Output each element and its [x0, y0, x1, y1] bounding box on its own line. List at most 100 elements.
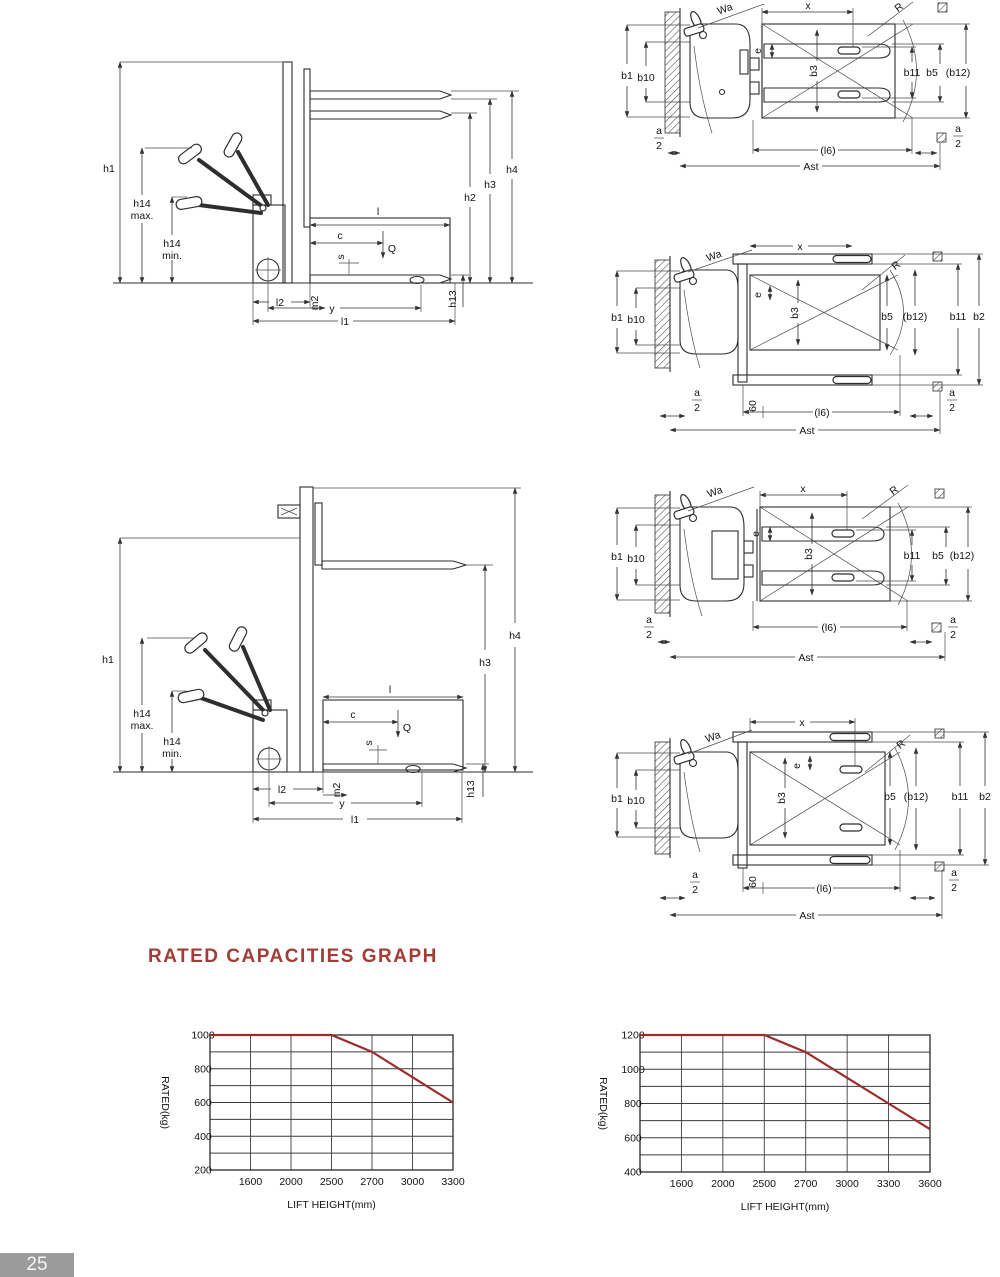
dim-label-sixty: 60: [747, 400, 759, 412]
svg-text:2000: 2000: [279, 1176, 303, 1188]
dim-label-l1: l1: [341, 316, 349, 328]
dim-label-e: e: [791, 763, 803, 769]
dim-label-b1: b1: [621, 70, 633, 82]
dim-label-two: 2: [951, 882, 957, 894]
dim-label-b2: b2: [973, 311, 985, 323]
dim-label-b12: (b12): [903, 311, 928, 323]
dim-label-b1: b1: [611, 312, 623, 324]
dim-label-r: R: [889, 258, 903, 272]
dim-label-b10: b10: [627, 314, 645, 326]
dim-label-l: l: [389, 684, 391, 696]
dim-label-s: s: [335, 254, 347, 259]
dim-label-b11: b11: [950, 311, 967, 323]
dimensions: h1 h14 max. h14 min. h2 h3 h4 l c Q s h1…: [103, 61, 519, 328]
dim-label-q: Q: [403, 722, 411, 734]
svg-text:200: 200: [194, 1165, 212, 1177]
dim-label-b12: (b12): [946, 67, 971, 79]
svg-text:400: 400: [624, 1167, 642, 1179]
svg-text:2700: 2700: [794, 1178, 818, 1190]
dim-label-b5: b5: [926, 67, 938, 79]
side-view-drawing-1: h1 h14 max. h14 min. h2 h3 h4 l c Q s h1…: [103, 61, 533, 328]
dim-label-x: x: [800, 483, 806, 495]
dim-label-min: min.: [162, 748, 182, 760]
dim-label-h3: h3: [484, 179, 496, 191]
top-view-drawing-1: Wa x R e b3 b1 b10 b11 b5 (b1: [621, 0, 970, 173]
dim-label-two: 2: [646, 629, 652, 641]
dim-label-l6: (l6): [821, 622, 836, 634]
dim-label-a: a: [656, 125, 662, 137]
dim-label-c: c: [337, 230, 342, 242]
dim-label-h4: h4: [509, 630, 521, 642]
svg-text:800: 800: [624, 1098, 642, 1110]
dim-label-sixty: 60: [747, 876, 759, 888]
side-view-drawing-3: h1 h14 max. h14 min. h4 h3 l c Q s h13: [102, 486, 533, 826]
page-number: 25: [26, 1254, 48, 1275]
dim-label-b5: b5: [884, 791, 896, 803]
dim-label-m2: m2: [331, 783, 343, 798]
dim-label-m2: m2: [309, 296, 321, 311]
dim-label-ast: Ast: [798, 652, 813, 664]
dimensions: h1 h14 max. h14 min. h4 h3 l c Q s h13: [102, 487, 521, 826]
svg-text:RATED(kg): RATED(kg): [597, 1077, 609, 1130]
dim-label-a: a: [955, 123, 961, 135]
dim-label-two: 2: [950, 629, 956, 641]
dim-label-h14: h14: [163, 238, 181, 250]
svg-text:2500: 2500: [320, 1176, 344, 1188]
svg-text:400: 400: [194, 1131, 212, 1143]
dim-label-e: e: [752, 292, 764, 298]
dim-label-y: y: [329, 303, 335, 315]
dim-label-a: a: [694, 387, 700, 399]
dim-label-h1: h1: [103, 163, 115, 175]
dim-label-h14: h14: [163, 736, 181, 748]
dim-label-l: l: [377, 206, 379, 218]
dim-label-e: e: [750, 531, 762, 537]
dim-label-wa: Wa: [705, 248, 724, 265]
dim-label-h14: h14: [133, 708, 151, 720]
dim-label-b11: b11: [952, 791, 969, 803]
svg-text:1000: 1000: [191, 1030, 215, 1042]
machine-outline: [654, 488, 945, 633]
dim-label-ast: Ast: [803, 161, 818, 173]
dim-label-min: min.: [162, 250, 182, 262]
dim-label-x: x: [799, 717, 805, 729]
dim-label-b11: b11: [904, 550, 921, 562]
dim-label-b12: (b12): [904, 791, 929, 803]
dim-label-l2: l2: [278, 784, 286, 796]
dim-label-a: a: [950, 614, 956, 626]
svg-text:3600: 3600: [918, 1178, 942, 1190]
dim-label-ast: Ast: [799, 425, 814, 437]
dim-label-l6: (l6): [814, 407, 829, 419]
dimensions: x Wa R e b3 b1 b10 b5 (b12) b11 b2: [611, 717, 991, 922]
dim-label-a: a: [949, 387, 955, 399]
dim-label-two: 2: [694, 402, 700, 414]
dim-label-b12: (b12): [950, 550, 975, 562]
dim-label-h3: h3: [479, 657, 491, 669]
dimensions: Wa x R e b3 b1 b10 b11 b5 (b1: [621, 0, 970, 173]
svg-text:3000: 3000: [401, 1176, 425, 1188]
dim-label-two: 2: [955, 138, 961, 150]
svg-text:800: 800: [194, 1063, 212, 1075]
dim-label-b10: b10: [627, 553, 645, 565]
dim-label-h13: h13: [465, 780, 477, 798]
dim-label-e: e: [752, 48, 764, 54]
dim-label-two: 2: [949, 402, 955, 414]
dim-label-x: x: [797, 241, 803, 253]
dim-label-x: x: [805, 0, 811, 12]
svg-text:1200: 1200: [621, 1030, 645, 1042]
svg-text:600: 600: [624, 1132, 642, 1144]
dim-label-b10: b10: [637, 72, 655, 84]
svg-text:2500: 2500: [753, 1178, 777, 1190]
dim-label-l2: l2: [276, 297, 284, 309]
tiller-arms: [175, 132, 270, 215]
dim-label-a: a: [951, 867, 957, 879]
svg-text:1600: 1600: [670, 1178, 694, 1190]
dim-label-b1: b1: [611, 551, 623, 563]
svg-text:3300: 3300: [441, 1176, 465, 1188]
dim-label-wa: Wa: [704, 729, 723, 746]
dim-label-h4: h4: [506, 164, 518, 176]
dimensions: x Wa R e b3 b1 b10 b5 (b12) b11 b2: [611, 241, 985, 437]
